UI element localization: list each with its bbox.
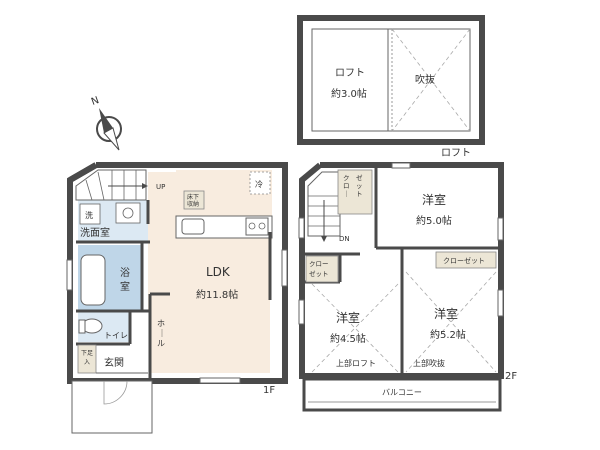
room1-closet-label-f: ト xyxy=(356,190,363,198)
compass-needle-tail-icon xyxy=(103,127,120,151)
room1-closet-label-e: ッ xyxy=(356,182,363,190)
compass-needle-icon xyxy=(99,108,113,133)
bath-label-2: 室 xyxy=(120,280,130,293)
hall-label-3: ル xyxy=(157,339,165,348)
under-floor-storage-label-2: 収納 xyxy=(187,200,199,208)
wash-basin-bowl-icon xyxy=(122,207,134,219)
room1-closet-label-b: ロ xyxy=(343,182,350,190)
floor2-stairs xyxy=(307,171,341,242)
window xyxy=(298,299,305,325)
under-floor-storage-label-1: 床下 xyxy=(187,193,199,201)
room1-closet-label-d: ゼ xyxy=(356,173,363,182)
room3-void-cross-a xyxy=(405,271,497,373)
room2-note: 上部ロフト xyxy=(336,358,376,368)
room2-closet xyxy=(305,255,339,283)
room3-area: 約5.2帖 xyxy=(430,328,466,341)
loft-room-name: ロフト xyxy=(335,68,365,79)
loft-outer-wall xyxy=(297,15,485,145)
window xyxy=(281,249,288,287)
shoe-storage xyxy=(77,344,97,374)
under-floor-storage xyxy=(183,190,205,210)
kitchen-sink xyxy=(181,218,205,235)
compass: N xyxy=(90,95,122,151)
floor1-label: 1F xyxy=(263,385,275,396)
washing-machine-space xyxy=(79,203,101,225)
window xyxy=(391,162,411,169)
toilet-tank-icon xyxy=(78,319,86,334)
loft-room-area: 約3.0帖 xyxy=(331,87,367,100)
balcony-label: バルコニー xyxy=(382,388,422,397)
room3-void-cross-b xyxy=(405,271,497,373)
stair-arrow-head-icon xyxy=(142,183,148,189)
wash-basin xyxy=(115,202,141,224)
stove-burner-icon xyxy=(248,222,256,230)
room3-name: 洋室 xyxy=(434,306,458,321)
kitchen-stove xyxy=(245,217,269,236)
window xyxy=(497,217,504,241)
stair-step xyxy=(97,171,105,201)
floor1-stairs xyxy=(75,169,148,201)
ldk-area: 約11.8帖 xyxy=(196,288,238,301)
room2-name: 洋室 xyxy=(336,310,360,325)
loft-floor-label: ロフト xyxy=(441,148,471,159)
bathtub xyxy=(80,254,106,306)
room1-name: 洋室 xyxy=(422,192,446,207)
floor2-plan: バルコニー DN ク ロ ｜ ゼ ッ ト 洋室 約5.0帖 ク xyxy=(298,162,517,412)
room2-closet-label-b: ゼット xyxy=(309,269,329,278)
balcony xyxy=(302,377,502,412)
floor1-left-wall-upper xyxy=(68,162,98,183)
loft-void-label: 吹抜 xyxy=(415,73,435,86)
floor2-dn-label: DN xyxy=(339,235,350,243)
room1-area: 約5.0帖 xyxy=(416,214,452,227)
room2-area: 約4.5帖 xyxy=(330,332,366,345)
compass-north-label: N xyxy=(90,95,101,108)
window xyxy=(497,289,504,317)
room3-note: 上部吹抜 xyxy=(413,358,445,368)
porch xyxy=(71,380,153,434)
loft-inner-line xyxy=(311,28,471,132)
stove-burner-icon xyxy=(258,222,266,230)
window xyxy=(66,259,73,291)
shoe-storage-label-2: 入 xyxy=(84,359,90,366)
floor2-outer-wall xyxy=(299,162,504,379)
entrance-door-swing xyxy=(103,380,128,405)
fridge-space xyxy=(249,171,271,195)
hall-floor xyxy=(130,312,150,374)
loft-void-cross-b xyxy=(391,28,471,132)
shoe-storage-label-1: 下足 xyxy=(81,350,93,357)
room3-closet-label: クローゼット xyxy=(443,256,485,265)
room2-closet-label-a: クロー xyxy=(309,260,329,268)
room1-closet-label-c: ｜ xyxy=(343,190,350,198)
entrance-label: 玄関 xyxy=(104,356,124,369)
stair-step xyxy=(85,179,93,201)
fridge-label: 冷 xyxy=(255,179,263,189)
bath-label-1: 浴 xyxy=(120,267,130,279)
window xyxy=(298,217,305,239)
room1-closet xyxy=(337,169,373,215)
stair-area xyxy=(75,169,147,201)
toilet-label: トイレ xyxy=(104,331,128,340)
room1-closet-label-a: ク xyxy=(343,174,350,182)
stair-arrow-head-icon xyxy=(321,236,327,242)
ldk-name: LDK xyxy=(206,265,231,279)
floor1-up-label: UP xyxy=(156,183,165,191)
window xyxy=(199,377,241,384)
hall-label-1: ホ xyxy=(157,319,165,328)
washroom-label: 洗面室 xyxy=(80,226,110,239)
floor1-plan: UP 冷 床下 収納 洗 洗面室 浴 室 xyxy=(66,162,288,434)
loft-plan: ロフト 約3.0帖 吹抜 ロフト xyxy=(297,15,485,159)
washing-machine-label: 洗 xyxy=(85,210,93,220)
room3-closet xyxy=(435,251,497,269)
hall-label-2: ｜ xyxy=(158,329,166,338)
floor2-label: 2F xyxy=(505,371,517,382)
